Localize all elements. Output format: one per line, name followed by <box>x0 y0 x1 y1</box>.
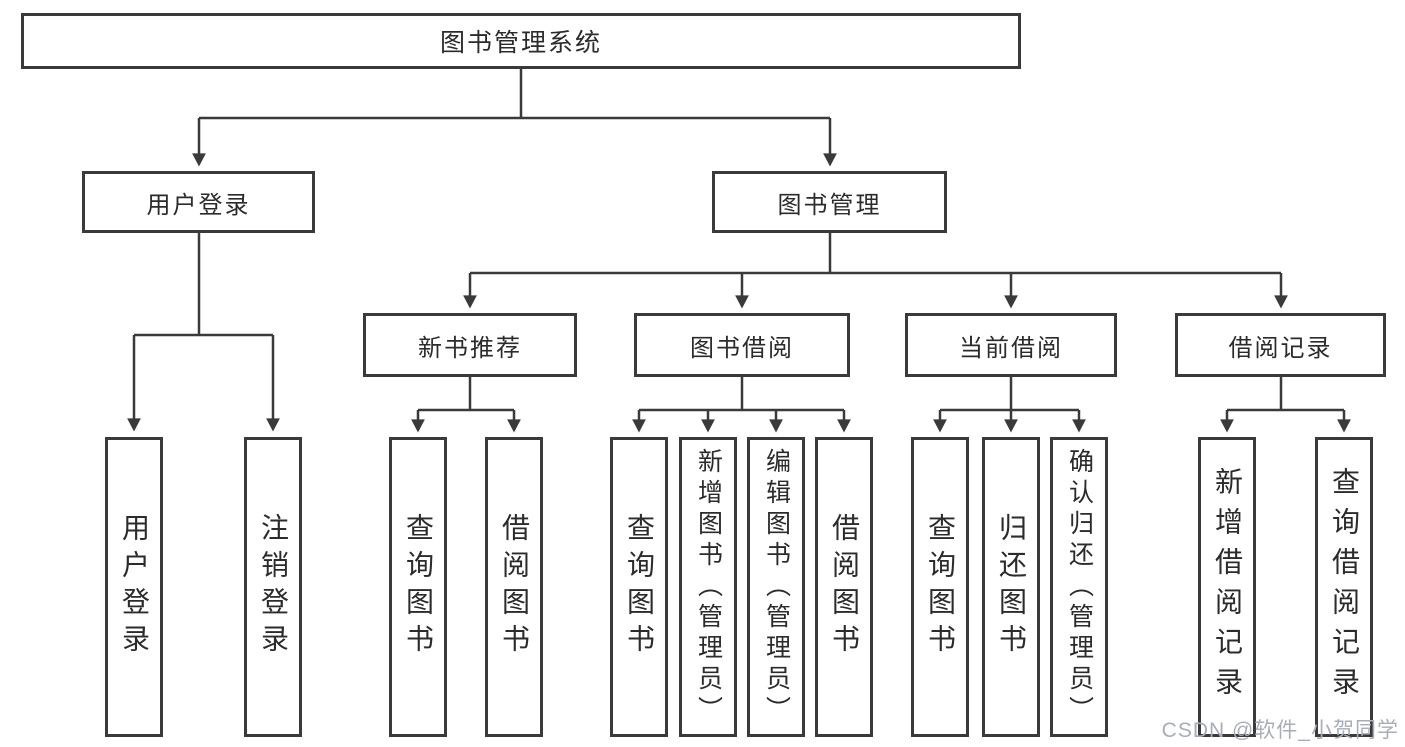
leaf-borrow-books-label: 借阅图书 <box>829 513 860 661</box>
leaf-query-books-recommend: 查询图书 <box>389 437 447 737</box>
node-root: 图书管理系统 <box>21 13 1021 69</box>
leaf-confirm-return-admin: 确认归还（管理员） <box>1050 437 1108 737</box>
node-root-label: 图书管理系统 <box>439 29 602 57</box>
node-new-book-recommendation: 新书推荐 <box>363 313 577 377</box>
leaf-add-borrow-record-label: 新增借阅记录 <box>1212 467 1243 707</box>
leaf-query-books-recommend-label: 查询图书 <box>403 513 434 661</box>
node-book-management: 图书管理 <box>712 171 947 233</box>
leaf-borrow-books-recommend-label: 借阅图书 <box>499 513 530 661</box>
node-borrowing-records: 借阅记录 <box>1175 313 1386 377</box>
leaf-edit-books-admin-label: 编辑图书（管理员） <box>762 447 791 727</box>
node-current-borrowing-label: 当前借阅 <box>959 334 1063 362</box>
leaf-query-books-borrow-label: 查询图书 <box>624 513 655 661</box>
leaf-query-books-current: 查询图书 <box>911 437 969 737</box>
leaf-query-books-current-label: 查询图书 <box>925 513 956 661</box>
leaf-return-books: 归还图书 <box>982 437 1040 737</box>
leaf-return-books-label: 归还图书 <box>996 513 1027 661</box>
leaf-logout-login-label: 注销登录 <box>258 513 289 661</box>
leaf-confirm-return-admin-label: 确认归还（管理员） <box>1065 447 1094 727</box>
node-borrowing-records-label: 借阅记录 <box>1228 334 1333 362</box>
watermark: CSDN @软件_小贺同学 <box>1161 719 1399 742</box>
node-user-login-label: 用户登录 <box>146 191 251 219</box>
node-book-borrowing: 图书借阅 <box>634 313 850 377</box>
leaf-edit-books-admin: 编辑图书（管理员） <box>747 437 805 737</box>
leaf-borrow-books-recommend: 借阅图书 <box>485 437 543 737</box>
leaf-add-books-admin: 新增图书（管理员） <box>679 437 737 737</box>
node-book-management-label: 图书管理 <box>777 191 882 219</box>
node-user-login: 用户登录 <box>82 171 315 233</box>
leaf-user-login: 用户登录 <box>105 437 163 737</box>
node-new-book-recommendation-label: 新书推荐 <box>418 334 522 362</box>
leaf-add-borrow-record: 新增借阅记录 <box>1198 437 1256 737</box>
node-current-borrowing: 当前借阅 <box>905 313 1117 377</box>
leaf-user-login-label: 用户登录 <box>119 513 150 661</box>
leaf-logout-login: 注销登录 <box>244 437 302 737</box>
node-book-borrowing-label: 图书借阅 <box>690 334 794 362</box>
leaf-borrow-books: 借阅图书 <box>815 437 873 737</box>
leaf-query-books-borrow: 查询图书 <box>610 437 668 737</box>
leaf-query-borrow-record: 查询借阅记录 <box>1315 437 1373 737</box>
leaf-add-books-admin-label: 新增图书（管理员） <box>694 447 723 727</box>
leaf-query-borrow-record-label: 查询借阅记录 <box>1329 467 1360 707</box>
